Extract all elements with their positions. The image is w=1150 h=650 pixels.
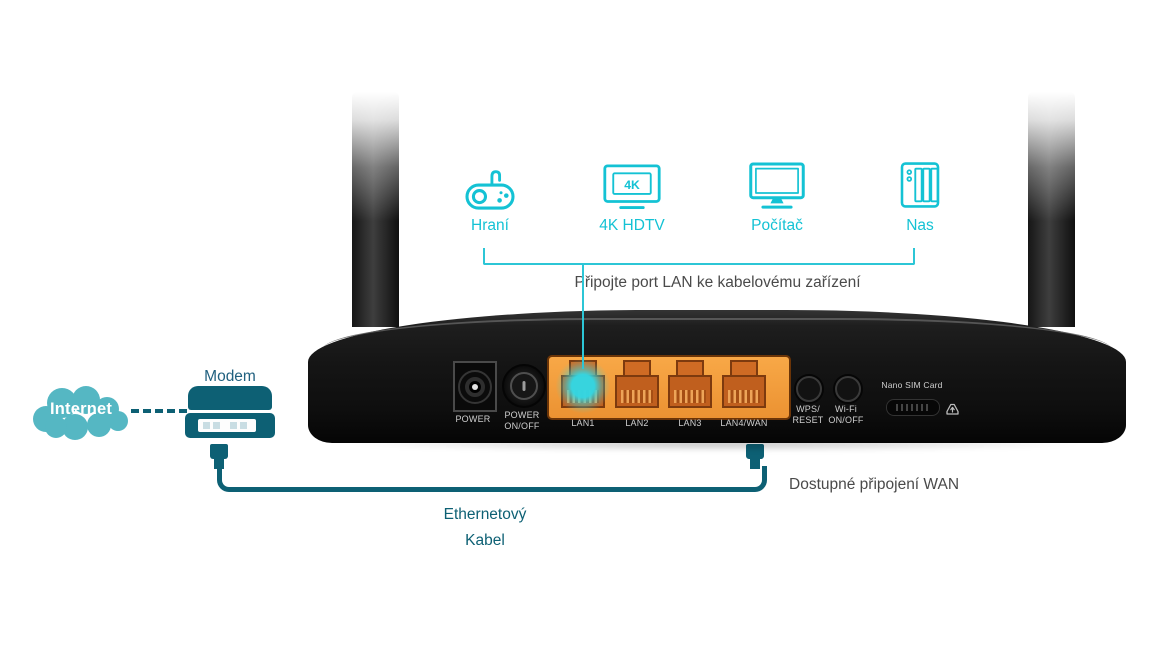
wifi-onoff-label: Wi-Fi ON/OFF [828,404,864,425]
antenna-right [1028,92,1075,327]
sim-eject-icon [944,400,961,422]
device-column-nas: Nas [860,158,980,234]
lan3-label: LAN3 [678,418,702,428]
router-lid-ridge [322,318,1112,350]
lan2-label: LAN2 [625,418,649,428]
modem-icon [188,386,272,410]
lan-devices-bracket [483,248,915,265]
power-switch-button [502,364,546,408]
antenna-left [352,92,399,327]
nas-icon [896,158,944,210]
internet-modem-dashed-link [131,409,187,413]
power-jack [453,361,497,412]
ethernet-cable-label: Ethernetový Kabel [385,502,585,554]
lan1-connector-line [582,263,584,369]
internet-cloud: Internet [28,383,134,443]
device-label: Počítač [751,217,803,234]
internet-label: Internet [49,400,113,418]
device-label: 4K HDTV [599,217,665,234]
ethernet-cable-label-line1: Ethernetový [443,506,527,523]
nano-sim-label: Nano SIM Card [881,380,943,390]
modem-indicator-strip [198,419,256,432]
device-label: Hraní [471,217,509,234]
lan3-port [668,360,712,408]
wan-availability-note: Dostupné připojení WAN [789,476,960,493]
device-column-gaming: Hraní [430,158,550,234]
tv-4k-icon: 4K [602,158,662,210]
power-jack-label: POWER [455,414,491,424]
power-switch-label: POWER ON/OFF [504,410,540,431]
ethernet-cable-line [217,466,767,492]
monitor-icon [747,158,807,210]
lan4-wan-label: LAN4/WAN [720,418,768,428]
lan1-label: LAN1 [571,418,595,428]
tv-4k-badge: 4K [624,178,640,192]
modem-label: Modem [204,368,256,385]
device-column-computer: Počítač [717,158,837,234]
ethernet-plug-router-neck [750,458,760,469]
nano-sim-slot [886,399,940,416]
modem-icon-base [185,413,275,438]
wps-reset-button [796,376,822,402]
cloud-icon [33,386,128,440]
device-column-4k-hdtv: 4K 4K HDTV [572,158,692,234]
wps-reset-label: WPS/ RESET [792,404,824,425]
lan4-wan-port [722,360,766,408]
gamepad-icon [461,158,519,210]
ethernet-plug-modem-neck [214,458,224,469]
device-label: Nas [906,217,934,234]
lan-caption: Připojte port LAN ke kabelovému zařízení [574,274,861,291]
ethernet-plug-router [746,444,764,459]
wifi-onoff-button [835,376,861,402]
lan2-port [615,360,659,408]
ethernet-cable-label-line2: Kabel [465,532,505,549]
ethernet-plug-modem [210,444,228,459]
